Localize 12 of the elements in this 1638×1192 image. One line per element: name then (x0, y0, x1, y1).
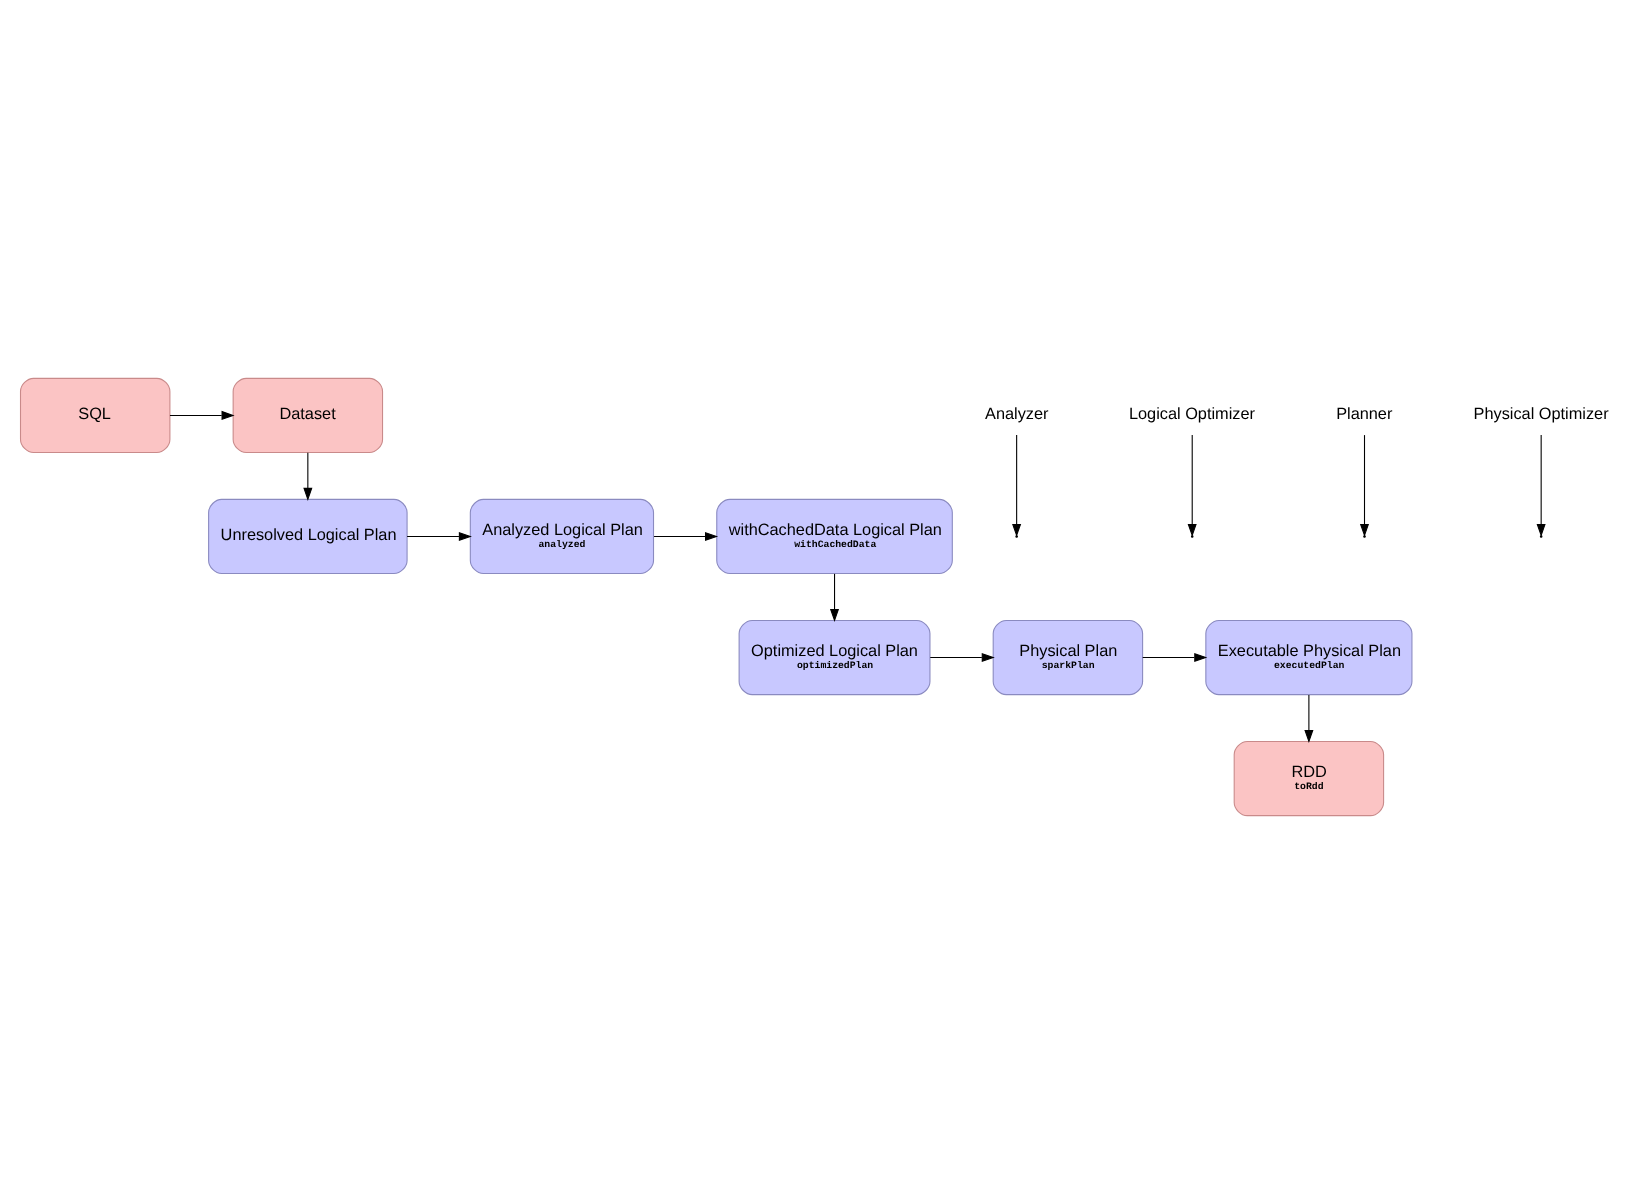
arrow (653, 530, 719, 541)
arrow (1359, 433, 1370, 536)
arrow (829, 572, 840, 621)
arrow (169, 409, 235, 419)
arrow (303, 451, 313, 500)
arrow (1536, 433, 1546, 536)
arrow (1012, 433, 1022, 536)
arrow (1142, 651, 1208, 662)
arrow (929, 651, 995, 662)
arrow (1304, 693, 1314, 743)
arrow (1187, 433, 1197, 536)
arrow (406, 530, 472, 541)
